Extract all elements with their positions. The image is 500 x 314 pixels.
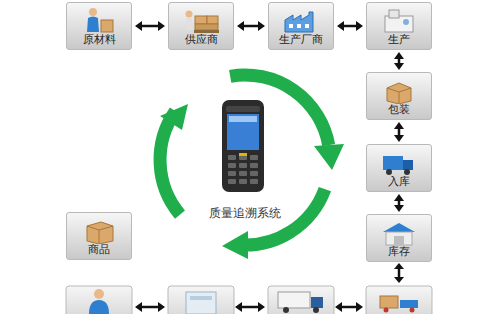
double-arrow (394, 122, 404, 142)
bottom-box (268, 286, 334, 314)
process-box: 供应商 (168, 2, 234, 50)
cycle-arrows (160, 75, 329, 245)
box-icon (181, 6, 221, 34)
box-label: 入库 (388, 175, 410, 188)
bottom-box (366, 286, 432, 314)
process-box: 入库 (366, 144, 432, 192)
box-icon (281, 6, 321, 34)
box-label: 包装 (388, 103, 410, 116)
box-label: 供应商 (185, 33, 218, 46)
connector-line (398, 128, 401, 136)
box-icon (79, 6, 119, 34)
box-label: 商品 (88, 243, 110, 256)
box-label: 生产 (388, 33, 410, 46)
arrowhead (356, 21, 363, 31)
arrowhead (237, 21, 244, 31)
double-arrow (135, 263, 404, 312)
arrowhead (394, 194, 404, 201)
system-title: 质量追溯系统 (209, 205, 281, 222)
process-box: 包装 (366, 72, 432, 120)
arrowhead (394, 63, 404, 70)
arrowhead (394, 122, 404, 129)
cycle-arrowheads (160, 104, 344, 259)
arrowhead (158, 21, 165, 31)
arrowhead (394, 205, 404, 212)
handheld-device (222, 100, 264, 192)
arrowhead (258, 21, 265, 31)
process-box: 商品 (66, 212, 132, 260)
box-icon (379, 76, 419, 104)
process-box: 生产 (366, 2, 432, 50)
connector-line (141, 25, 159, 28)
arrowhead (394, 52, 404, 59)
connector-line (243, 25, 259, 28)
process-box: 原材料 (66, 2, 132, 50)
double-arrow (237, 21, 265, 31)
box-label: 生产厂商 (279, 33, 323, 46)
bottom-box (168, 286, 234, 314)
box-icon (79, 216, 119, 244)
box-label: 库存 (388, 245, 410, 258)
box-label: 原材料 (83, 33, 116, 46)
process-box: 库存 (366, 214, 432, 262)
double-arrow (337, 21, 363, 31)
arrowhead (337, 21, 344, 31)
arrowhead (135, 21, 142, 31)
box-icon (379, 148, 419, 176)
box-icon (379, 218, 419, 246)
connector-line (343, 25, 357, 28)
double-arrow (394, 194, 404, 212)
double-arrow (135, 21, 165, 31)
process-box: 生产厂商 (268, 2, 334, 50)
bottom-box (66, 286, 132, 314)
arrowhead (394, 135, 404, 142)
double-arrow (394, 52, 404, 70)
box-icon (379, 6, 419, 34)
